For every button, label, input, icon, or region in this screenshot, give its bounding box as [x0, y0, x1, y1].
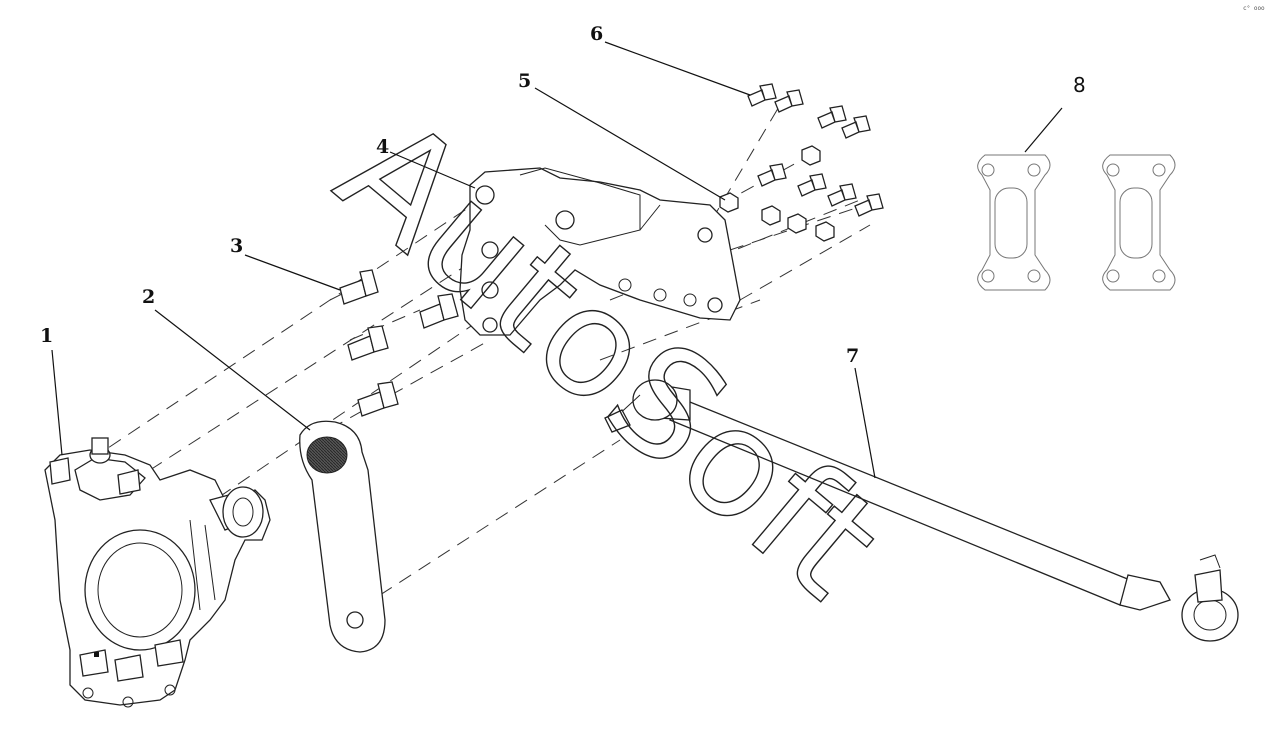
watermark: AutoSoft — [307, 84, 912, 631]
bolt — [339, 269, 379, 305]
leader-lines — [51, 41, 1063, 479]
callout-8: 8 — [1073, 73, 1086, 97]
gasket-plates — [977, 154, 1176, 291]
callout-6: 6 — [590, 23, 603, 45]
bolt — [357, 381, 399, 417]
callout-4: 4 — [376, 136, 389, 158]
bolts-item-3 — [339, 269, 459, 417]
callout-7: 7 — [846, 345, 859, 367]
callouts: 1 2 3 4 5 6 7 8 — [40, 23, 1086, 367]
callout-5: 5 — [518, 70, 531, 92]
corner-mark: c° ooo — [1243, 5, 1265, 12]
callout-1: 1 — [40, 325, 53, 347]
gasket-plate — [977, 154, 1051, 291]
callout-3: 3 — [230, 235, 243, 257]
drag-link — [604, 379, 1239, 642]
bolt — [347, 325, 389, 361]
bolts-item-6 — [747, 83, 884, 217]
pitman-arm — [299, 420, 386, 653]
callout-2: 2 — [142, 286, 155, 308]
gasket-plate — [1102, 154, 1176, 291]
nuts-item-5 — [719, 145, 835, 242]
steering-gear-box — [44, 437, 271, 708]
bolt — [419, 293, 459, 329]
bracket — [459, 167, 741, 336]
